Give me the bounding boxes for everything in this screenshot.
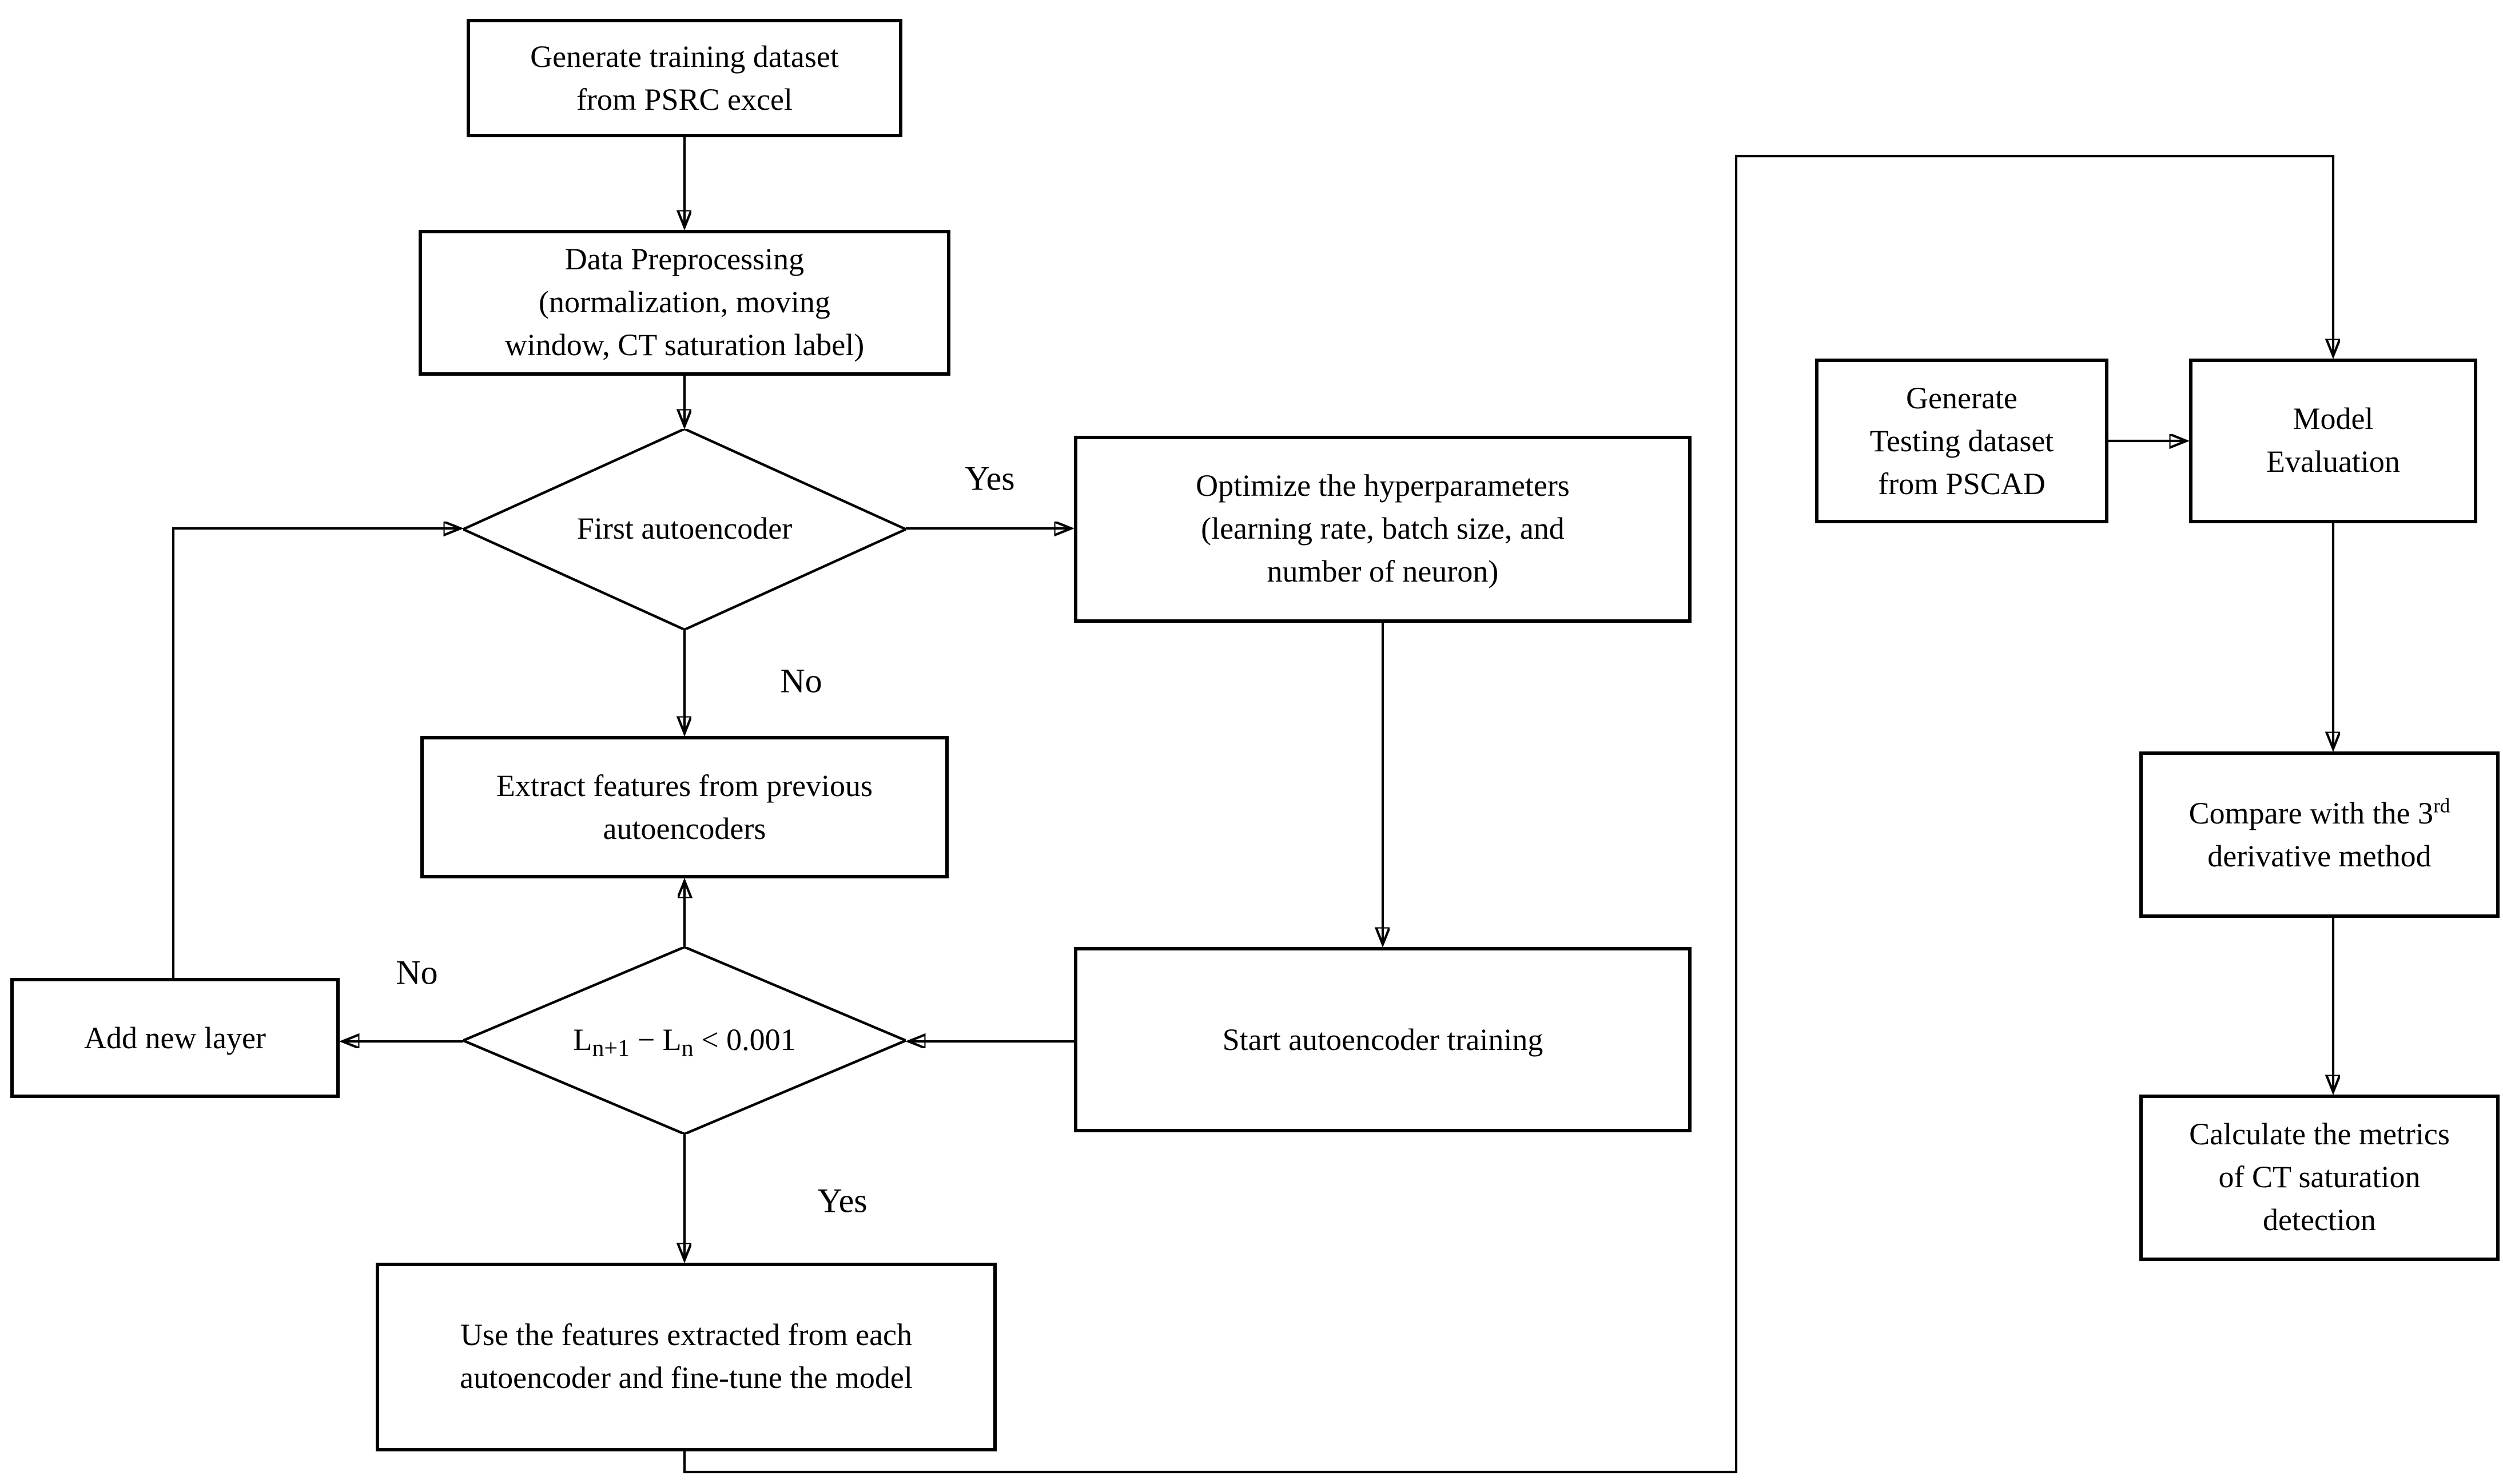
loss-threshold: < 0.001	[693, 1023, 796, 1057]
node-label-line2: derivative method	[2207, 838, 2432, 873]
edge-label-first-autoencoder-yes: Yes	[965, 460, 1015, 499]
edge-label-first-autoencoder-no: No	[780, 663, 822, 701]
decision-label: First autoencoder	[576, 511, 793, 546]
node-compare-third-derivative: Compare with the 3rd derivative method	[2139, 751, 2500, 918]
loss-operator: − L	[630, 1023, 682, 1057]
loss-sub-1: n+1	[592, 1035, 630, 1063]
decision-first-autoencoder: First autoencoder	[463, 429, 906, 630]
arrow-add-layer-loop-to-first-autoencoder	[172, 528, 460, 978]
loss-sub-2: n	[681, 1035, 694, 1063]
node-optimize-hyperparameters: Optimize the hyperparameters(learning ra…	[1074, 436, 1692, 623]
loss-term-1: L	[573, 1023, 592, 1057]
decision-label: Ln+1 − Ln < 0.001	[568, 1019, 801, 1062]
node-start-autoencoder-training: Start autoencoder training	[1074, 947, 1692, 1132]
node-label: Start autoencoder training	[1222, 1021, 1543, 1056]
edge-label-loss-check-no: No	[396, 954, 438, 993]
node-label-line1: Compare with the 3	[2188, 795, 2434, 830]
decision-loss-convergence: Ln+1 − Ln < 0.001	[463, 947, 906, 1134]
node-data-preprocessing: Data Preprocessing(normalization, moving…	[419, 230, 950, 376]
diamond-shape	[463, 947, 906, 1134]
arrow-use-features-to-model-evaluation	[683, 154, 2333, 1474]
node-label: Optimize the hyperparameters(learning ra…	[1196, 468, 1570, 588]
edge-label-loss-check-yes: Yes	[817, 1183, 868, 1221]
node-label: Data Preprocessing(normalization, moving…	[504, 242, 865, 362]
node-add-new-layer: Add new layer	[10, 978, 340, 1098]
node-label: Compare with the 3rd derivative method	[2184, 792, 2456, 878]
node-label: Add new layer	[84, 1020, 266, 1055]
diamond-shape	[463, 429, 906, 630]
ordinal-superscript: rd	[2433, 794, 2450, 817]
